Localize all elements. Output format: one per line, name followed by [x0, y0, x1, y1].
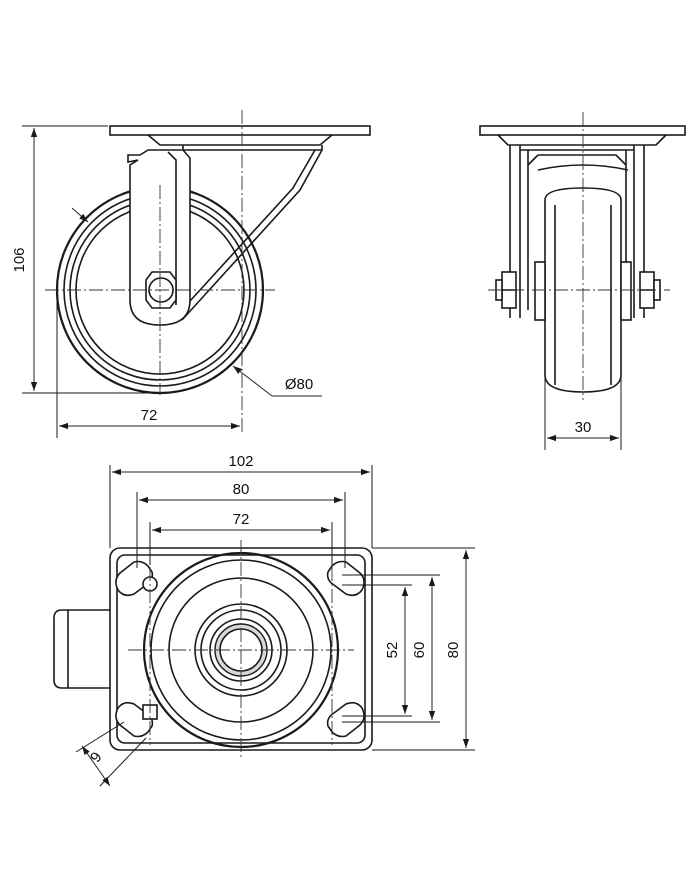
front-top-plate [479, 125, 686, 136]
dim-wheelwidth-label: 30 [575, 419, 592, 436]
side-plate-bevel [147, 134, 333, 146]
dim-diameter-leader [232, 365, 273, 397]
dim-9-line [81, 745, 111, 787]
side-top-plate [109, 125, 371, 136]
top-slot-br [326, 701, 365, 738]
top-view: 102 80 72 80 60 52 9 [53, 453, 475, 787]
dim-60-label: 60 [411, 642, 428, 659]
dim-9-label: 9 [87, 749, 106, 766]
dim-52-label: 52 [384, 642, 401, 659]
front-plate-bevel [497, 134, 667, 146]
dim-80-label: 80 [233, 481, 250, 498]
side-fork-diagonal-inner [179, 149, 316, 313]
front-hub-right [620, 261, 632, 321]
front-wheel-edges [554, 205, 612, 385]
dim-72-label: 72 [233, 511, 250, 528]
front-hub-left [534, 261, 546, 321]
side-view: 106 72 Ø80 [11, 110, 371, 438]
front-view: 30 [479, 112, 686, 450]
dim-80v-label: 80 [445, 642, 462, 659]
top-brake-tab [53, 609, 110, 689]
side-fork-diagonal [181, 149, 323, 321]
side-fork-top [182, 145, 323, 151]
dim-102-label: 102 [228, 453, 253, 470]
dim-diameter-label: Ø80 [285, 376, 313, 393]
top-slot-tr [326, 560, 365, 597]
dim-side72-label: 72 [141, 407, 158, 424]
side-rim-arrow [71, 207, 89, 223]
front-fork-crown [527, 154, 627, 166]
dim-height-label: 106 [11, 247, 28, 272]
side-fork-leg-edge [167, 151, 177, 305]
